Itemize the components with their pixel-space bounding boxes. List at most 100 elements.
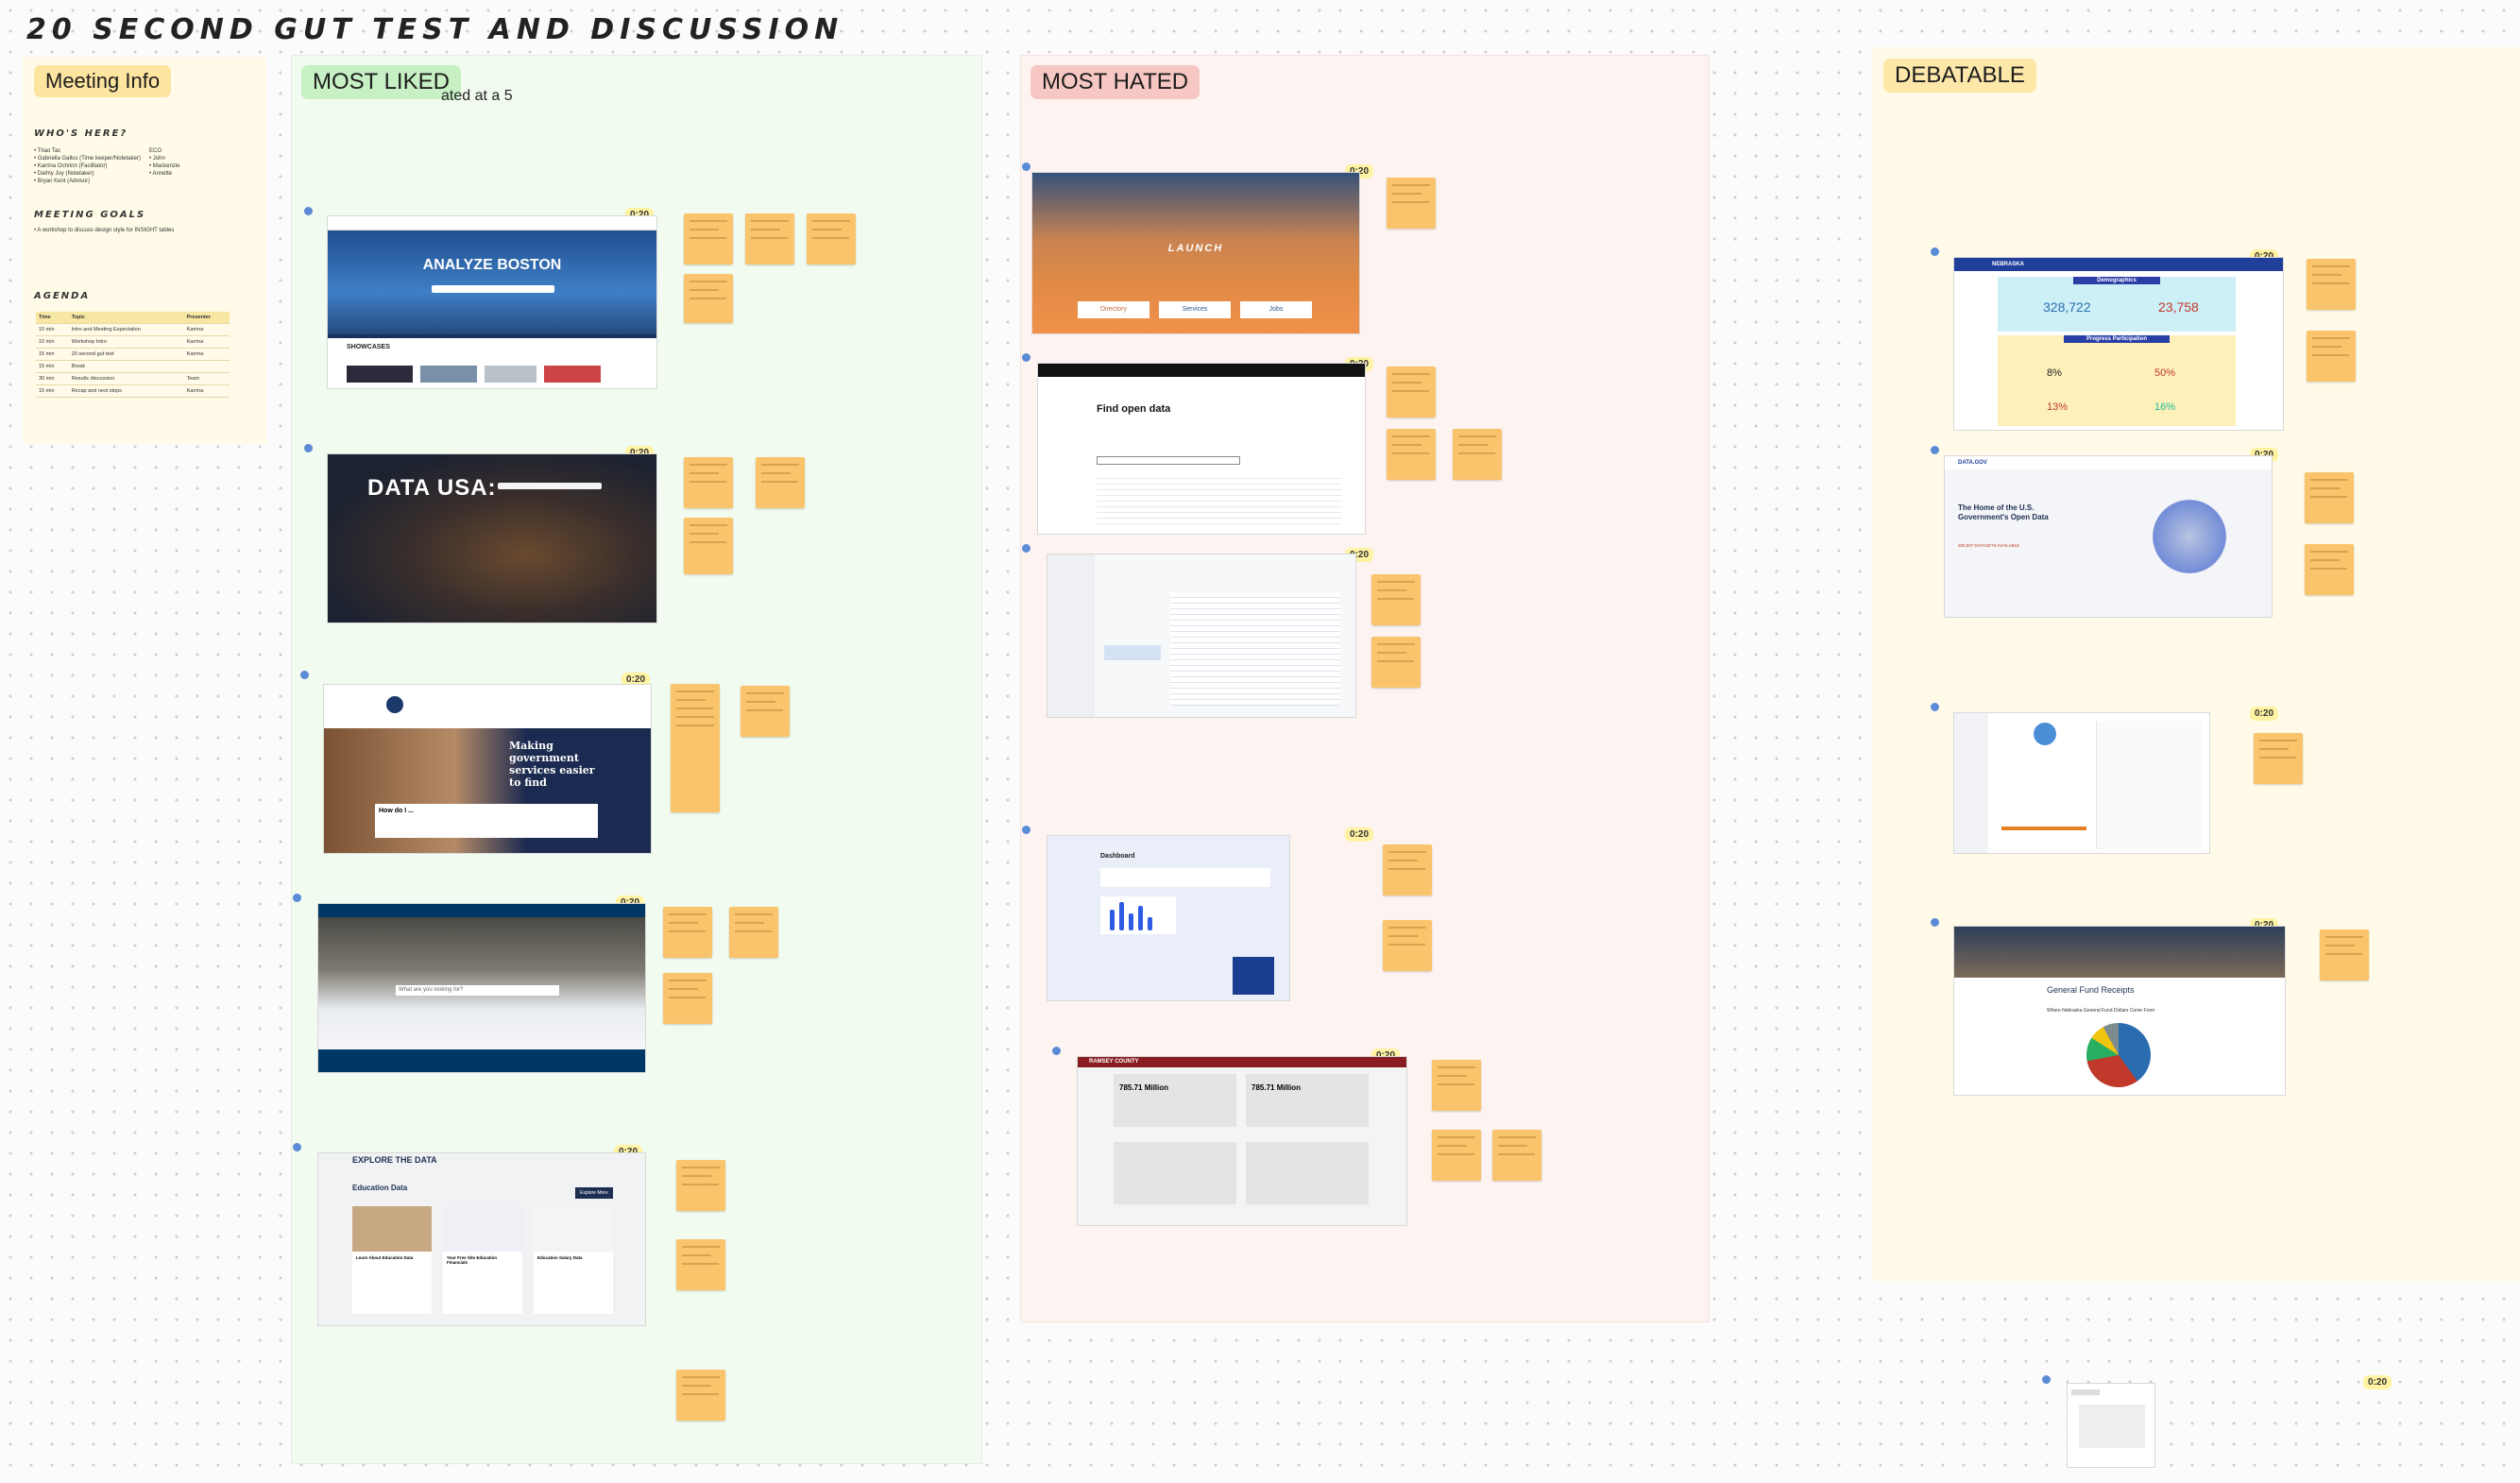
idaho-jobs-button[interactable]: Jobs — [1240, 301, 1312, 318]
screenshot-data-usa[interactable]: DATA USA: — [327, 453, 657, 623]
fund-title: General Fund Receipts — [2047, 985, 2135, 995]
screenshot-datagov[interactable]: DATA.GOV The Home of the U.S. Government… — [1944, 455, 2273, 618]
sticky-text-line — [1388, 927, 1426, 929]
nebraska-value: 23,758 — [2158, 299, 2199, 315]
agenda-cell: 10 min — [36, 335, 69, 349]
sticky-note[interactable] — [671, 684, 720, 812]
sticky-text-line — [2312, 274, 2342, 276]
sticky-note[interactable] — [1371, 574, 1421, 625]
attendee: • John — [149, 156, 165, 162]
sticky-note[interactable] — [1492, 1130, 1541, 1181]
sticky-note[interactable] — [2320, 929, 2369, 980]
sticky-text-line — [1377, 598, 1414, 600]
screenshot-minnesota[interactable]: What are you looking for? — [317, 903, 646, 1073]
find-open-data-title: Find open data — [1097, 403, 1171, 415]
minnesota-search-input[interactable]: What are you looking for? — [396, 985, 559, 996]
screenshot-idaho[interactable]: LAUNCH Directory Services Jobs — [1031, 172, 1360, 334]
sticky-text-line — [812, 229, 843, 230]
sticky-note[interactable] — [1387, 366, 1436, 418]
idaho-services-button[interactable]: Services — [1159, 301, 1231, 318]
screenshot-general-fund[interactable]: General Fund Receipts Where Nebraska Gen… — [1953, 926, 2286, 1096]
sticky-note[interactable] — [756, 457, 805, 508]
sticky-text-line — [682, 1393, 719, 1395]
sticky-note[interactable] — [2305, 472, 2354, 523]
most-liked-label[interactable]: MOST LIKED — [301, 65, 461, 99]
item-number-badge — [304, 444, 313, 452]
screenshot-dashboard[interactable]: Dashboard — [1047, 835, 1290, 1001]
sticky-text-line — [2312, 354, 2349, 356]
sticky-text-line — [761, 472, 792, 474]
sticky-note[interactable] — [676, 1239, 725, 1290]
sticky-text-line — [1498, 1145, 1528, 1147]
sticky-note[interactable] — [684, 457, 733, 508]
sticky-text-line — [2312, 282, 2349, 284]
sticky-note[interactable] — [1387, 178, 1436, 229]
agenda-header-row: Time Topic Presenter — [36, 312, 230, 324]
meeting-info-section[interactable]: Meeting Info WHO'S HERE? • Thao Tac • Ga… — [23, 57, 266, 444]
nebraska-pct: 50% — [2154, 367, 2176, 379]
sticky-note[interactable] — [2305, 544, 2354, 595]
attendees-left: • Thao Tac • Gabriella Gallus (Time keep… — [34, 147, 141, 185]
sticky-text-line — [2310, 496, 2347, 498]
debatable-section[interactable]: DEBATABLE — [1872, 47, 2520, 1281]
screenshot-find-open-data[interactable]: Find open data — [1037, 363, 1366, 535]
screenshot-ramsey-county[interactable]: RAMSEY COUNTY 785.71 Million 785.71 Mill… — [1077, 1056, 1407, 1226]
agenda-cell: 20 second gut test — [68, 348, 184, 361]
sticky-text-line — [1388, 868, 1425, 870]
sticky-text-line — [669, 997, 706, 998]
sticky-note[interactable] — [1383, 844, 1432, 895]
sticky-note[interactable] — [1453, 429, 1502, 480]
screenshot-mobile-app[interactable] — [2067, 1383, 2155, 1468]
attendee: • Bryan Kent (Advisor) — [34, 179, 91, 184]
sticky-note[interactable] — [745, 213, 794, 264]
sticky-note[interactable] — [1383, 920, 1432, 971]
screenshot-data-table-portal[interactable] — [1047, 554, 1356, 718]
sticky-note[interactable] — [663, 907, 712, 958]
meeting-info-label[interactable]: Meeting Info — [34, 65, 172, 97]
sticky-note[interactable] — [807, 213, 856, 264]
sticky-text-line — [1392, 444, 1422, 446]
sticky-note[interactable] — [741, 686, 790, 737]
sticky-text-line — [2310, 487, 2341, 489]
item-number-badge — [1931, 918, 1939, 927]
idaho-directory-button[interactable]: Directory — [1078, 301, 1149, 318]
sticky-note[interactable] — [1371, 637, 1421, 688]
sticky-note[interactable] — [676, 1370, 725, 1421]
agenda-cell: Karrina — [183, 335, 230, 349]
sticky-text-line — [690, 220, 727, 222]
sticky-note[interactable] — [684, 274, 733, 323]
most-hated-label[interactable]: MOST HATED — [1030, 65, 1200, 99]
nebraska-progress: Progress Participation — [2064, 335, 2170, 343]
screenshot-explore-data[interactable]: EXPLORE THE DATA Education Data Explore … — [317, 1152, 646, 1326]
sticky-note[interactable] — [684, 518, 733, 574]
timer-badge: 0:20 — [1345, 827, 1374, 842]
sticky-note[interactable] — [729, 907, 778, 958]
agenda-cell: Karrina — [183, 384, 230, 398]
sticky-text-line — [1438, 1153, 1474, 1155]
screenshot-analyze-boston[interactable]: ANALYZE BOSTON SHOWCASES — [327, 215, 657, 389]
sticky-note[interactable] — [2307, 259, 2356, 310]
item-number-badge — [1931, 247, 1939, 256]
screenshot-app-dashboard[interactable] — [1953, 712, 2210, 854]
sticky-note[interactable] — [2254, 733, 2303, 784]
timer-badge: 0:20 — [2250, 707, 2279, 721]
sticky-text-line — [669, 980, 707, 981]
explore-more-button[interactable]: Explore More — [575, 1187, 613, 1199]
sticky-note[interactable] — [663, 973, 712, 1024]
screenshot-usagov[interactable]: Making government services easier to fin… — [323, 684, 652, 854]
most-liked-subtitle: ated at a 5 — [441, 88, 513, 104]
sticky-text-line — [682, 1263, 719, 1265]
sticky-note[interactable] — [684, 213, 733, 264]
sticky-note[interactable] — [1432, 1130, 1481, 1181]
datausa-title: DATA USA: — [367, 475, 497, 501]
sticky-note[interactable] — [2307, 331, 2356, 382]
sticky-text-line — [1388, 860, 1419, 861]
sticky-note[interactable] — [1387, 429, 1436, 480]
sticky-note[interactable] — [676, 1160, 725, 1211]
sticky-text-line — [682, 1175, 712, 1177]
debatable-label[interactable]: DEBATABLE — [1883, 59, 2036, 93]
attendee: • Mackenzie — [149, 163, 180, 169]
screenshot-nebraska[interactable]: NEBRASKA Demographics 328,722 23,758 Pro… — [1953, 257, 2284, 431]
sticky-note[interactable] — [1432, 1060, 1481, 1111]
